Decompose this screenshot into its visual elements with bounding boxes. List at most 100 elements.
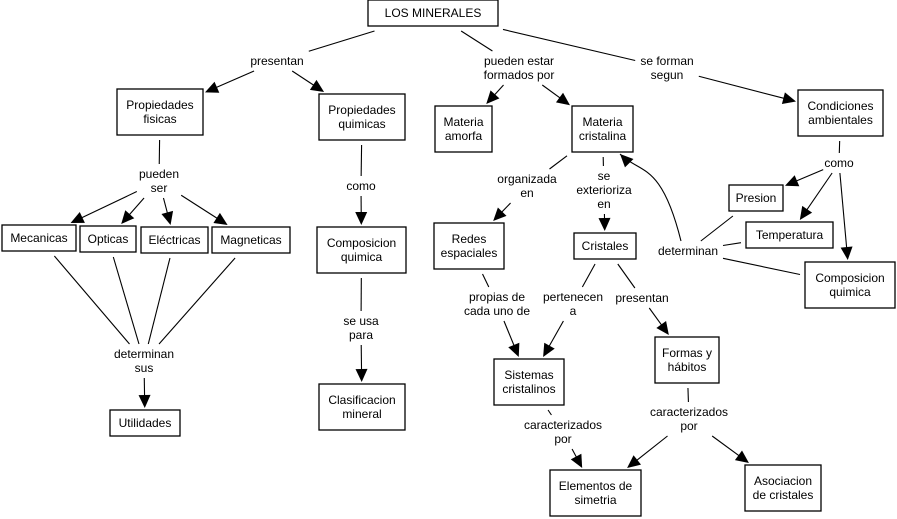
concept-box[interactable]	[797, 89, 884, 137]
connector-line	[180, 194, 220, 221]
concept-label: simetria	[574, 493, 616, 507]
connector-mecanicas-to-l-determinan-sus	[53, 255, 130, 345]
connectors	[53, 28, 853, 468]
concept-box[interactable]	[318, 93, 406, 141]
connector-l-pueden-estar-to-materia-amorfa	[486, 84, 504, 104]
concept-node-temperatura[interactable]: Temperatura	[745, 221, 834, 249]
concept-box[interactable]	[1, 224, 77, 252]
arrowhead-icon	[213, 212, 228, 225]
concept-label: Propiedades	[328, 103, 395, 117]
concept-box[interactable]	[573, 232, 637, 260]
connector-line	[619, 153, 682, 242]
arrowhead-icon	[161, 210, 174, 225]
arrowhead-icon	[493, 207, 507, 221]
concept-box[interactable]	[140, 226, 209, 254]
concept-label: Materia	[582, 115, 622, 129]
concept-box[interactable]	[728, 184, 784, 212]
arrowhead-icon	[570, 453, 583, 468]
connector-line	[617, 263, 636, 289]
connector-line	[711, 435, 742, 458]
linking-phrase-text: se forman	[640, 54, 693, 68]
arrowhead-icon	[620, 154, 634, 168]
concept-node-opticas[interactable]: Opticas	[79, 225, 137, 253]
connector-line	[482, 273, 490, 288]
concept-box[interactable]	[211, 226, 291, 254]
linking-phrase-text: presentan	[615, 291, 668, 305]
concept-box[interactable]	[316, 226, 407, 274]
concept-box[interactable]	[549, 469, 642, 517]
linking-phrase-l-como-2: como	[824, 156, 854, 170]
concept-box[interactable]	[318, 383, 406, 431]
concept-label: ambientales	[808, 113, 873, 127]
linking-phrase-l-presentan-1: presentan	[250, 54, 303, 68]
connector-l-pueden-ser-to-electricas	[161, 197, 174, 225]
connector-line	[460, 30, 493, 52]
linking-phrase-text: organizada	[497, 172, 557, 186]
concept-label: Condiciones	[807, 99, 873, 113]
concept-label: hábitos	[668, 360, 707, 374]
concept-box[interactable]	[493, 358, 565, 406]
connector-l-como-2-to-composicion-2	[839, 172, 853, 260]
connector-redes-to-l-propias	[482, 273, 490, 288]
concept-node-electricas[interactable]: Eléctricas	[140, 226, 209, 254]
arrowhead-icon	[355, 211, 368, 225]
concept-node-presion[interactable]: Presion	[728, 184, 784, 212]
concept-label: Utilidades	[119, 416, 172, 430]
concept-node-magneticas[interactable]: Magneticas	[211, 226, 291, 254]
concept-box[interactable]	[745, 221, 834, 249]
linking-phrase-text: presentan	[250, 54, 303, 68]
concept-box[interactable]	[434, 105, 493, 153]
connector-l-como-1-to-composicion-1	[355, 195, 368, 225]
linking-phrase-text: en	[520, 186, 533, 200]
connector-line	[722, 257, 801, 276]
connector-line	[541, 84, 563, 100]
concept-box[interactable]	[367, 0, 499, 27]
concept-node-mecanicas[interactable]: Mecanicas	[1, 224, 77, 252]
concept-label: Magneticas	[220, 233, 281, 247]
connector-l-caracterizados-1-to-elementos	[570, 448, 583, 468]
concept-box[interactable]	[804, 261, 896, 309]
connector-line	[291, 70, 317, 87]
concept-box[interactable]	[109, 409, 181, 437]
connector-l-como-2-to-temperatura	[799, 172, 833, 220]
concept-label: amorfa	[445, 129, 483, 143]
concept-box[interactable]	[571, 105, 634, 153]
concept-box[interactable]	[654, 336, 720, 384]
concept-node-cristales[interactable]: Cristales	[573, 232, 637, 260]
arrowhead-icon	[121, 210, 135, 224]
concept-node-minerales[interactable]: LOS MINERALES	[367, 0, 499, 27]
concept-label: Redes	[452, 232, 487, 246]
linking-phrase-text: ser	[151, 181, 168, 195]
connector-l-pueden-ser-to-magneticas	[180, 194, 228, 225]
concept-box[interactable]	[79, 225, 137, 253]
connector-line	[547, 409, 552, 416]
linking-phrase-text: como	[824, 156, 854, 170]
connector-cristales-to-l-presentan-2	[617, 263, 636, 289]
concept-label: Cristales	[582, 239, 629, 253]
arrowhead-icon	[840, 246, 853, 260]
concept-node-utilidades[interactable]: Utilidades	[109, 409, 181, 437]
concept-label: Presion	[736, 191, 777, 205]
connector-line	[127, 197, 145, 217]
concept-box[interactable]	[433, 222, 505, 270]
concept-box[interactable]	[116, 88, 204, 136]
linking-phrase-l-presentan-2: presentan	[615, 291, 668, 305]
concept-box[interactable]	[744, 464, 822, 512]
linking-phrase-text: formados por	[484, 68, 555, 82]
linking-phrase-text: por	[680, 419, 697, 433]
